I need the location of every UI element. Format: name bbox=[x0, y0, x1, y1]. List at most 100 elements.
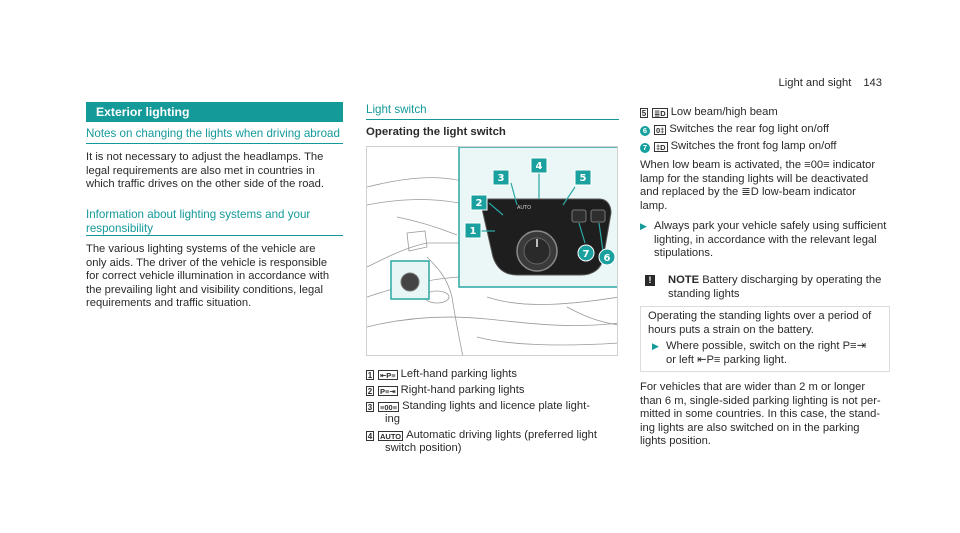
text-line: Where possible, switch on the right P≡⇥ bbox=[666, 340, 866, 352]
svg-text:7: 7 bbox=[583, 249, 590, 260]
legend-text: Left-hand parking lights bbox=[400, 368, 517, 380]
low-beam-icon: ≣D bbox=[652, 108, 668, 118]
vehicles-paragraph: For vehicles that are wider than 2 m or … bbox=[640, 381, 902, 449]
info-heading: Information about lighting systems and y… bbox=[86, 208, 310, 235]
svg-text:1: 1 bbox=[470, 226, 477, 237]
text-line: lamp. bbox=[640, 199, 668, 212]
text-line: The various lighting systems of the vehi… bbox=[86, 243, 316, 255]
rear-fog-icon: 0‡ bbox=[654, 125, 667, 135]
svg-text:5: 5 bbox=[580, 173, 587, 184]
text-line: requirements and traffic situation. bbox=[86, 297, 252, 310]
text-line: and replaced by the ≣D low-beam indicato… bbox=[640, 186, 856, 199]
legend-text: Standing lights and licence plate light- bbox=[402, 400, 590, 412]
note-title-line: Battery discharging by operating the bbox=[702, 274, 882, 286]
text-line: lighting, in accordance with the relevan… bbox=[654, 233, 877, 246]
lowbeam-paragraph: When low beam is activated, the ≡00≡ ind… bbox=[640, 159, 902, 213]
operating-subheading: Operating the light switch bbox=[366, 126, 506, 138]
text-line: only aids. The driver of the vehicle is … bbox=[86, 256, 328, 269]
heading-line: Information about lighting systems and y… bbox=[86, 208, 311, 221]
text-line: stipulations. bbox=[654, 247, 714, 260]
text-line: legal requirements are also met in count… bbox=[86, 164, 315, 177]
running-head: Light and sight bbox=[778, 77, 852, 89]
right-parking-light-icon: P≡⇥ bbox=[378, 386, 398, 396]
note-title: NOTE Battery discharging by operating th… bbox=[668, 274, 898, 301]
legend-item-1: 1 ⇤P≡Left-hand parking lights bbox=[366, 368, 517, 382]
text-line: For vehicles that are wider than 2 m or … bbox=[640, 381, 866, 393]
inset-highlight bbox=[390, 260, 430, 300]
text-line: or left ⇤P≡ parking light. bbox=[666, 353, 787, 366]
callout-5: 5 bbox=[574, 169, 592, 186]
note-box bbox=[640, 306, 890, 372]
legend-item-3-cont: ing bbox=[385, 413, 400, 425]
callout-3: 3 bbox=[492, 169, 510, 186]
text-line: hours puts a strain on the battery. bbox=[648, 323, 814, 336]
legend-text: Automatic driving lights (preferred ligh… bbox=[406, 429, 598, 441]
note-body: Operating the standing lights over a per… bbox=[648, 310, 888, 337]
svg-text:3: 3 bbox=[498, 173, 505, 184]
text-line: ing lights are also switched on in the p… bbox=[640, 421, 860, 434]
front-fog-button bbox=[590, 209, 606, 223]
key-marker: 3 bbox=[366, 402, 374, 412]
note-title-line: standing lights bbox=[668, 287, 740, 300]
text-line: Operating the standing lights over a per… bbox=[648, 310, 872, 322]
inset-knob bbox=[400, 272, 420, 292]
legend-text: Low beam/high beam bbox=[670, 106, 778, 118]
rear-fog-button bbox=[571, 209, 587, 223]
always-park-instruction: ▶ Always park your vehicle safely using … bbox=[640, 220, 902, 261]
svg-text:6: 6 bbox=[604, 253, 611, 264]
text-line: the prevailing light and visibility cond… bbox=[86, 283, 323, 296]
legend-item-2: 2 P≡⇥Right-hand parking lights bbox=[366, 384, 524, 398]
text-line: lamp for the standing lights will be dea… bbox=[640, 172, 869, 185]
front-fog-icon: ‡D bbox=[654, 142, 668, 152]
callout-6: 6 bbox=[598, 248, 616, 266]
auto-lights-icon: AUTO bbox=[378, 431, 404, 441]
left-parking-light-icon: ⇤P≡ bbox=[378, 370, 398, 380]
note-label: NOTE bbox=[668, 274, 700, 286]
note-action: ▶ Where possible, switch on the right P≡… bbox=[648, 340, 888, 367]
legend-text: Right-hand parking lights bbox=[400, 384, 525, 396]
warning-icon: ! bbox=[645, 275, 655, 286]
text-line: mitted in some countries. In this case, … bbox=[640, 408, 881, 421]
legend-text: Switches the front fog lamp on/off bbox=[670, 140, 837, 152]
key-marker: 2 bbox=[366, 386, 374, 396]
key-marker: 4 bbox=[366, 431, 374, 441]
legend-item-3: 3 ≡00≡Standing lights and licence plate l… bbox=[366, 400, 590, 414]
light-switch-figure: AUTO 1 2 3 bbox=[366, 146, 618, 356]
key-marker: 6 bbox=[640, 126, 650, 136]
page-number: 143 bbox=[863, 77, 882, 89]
notes-heading-rule bbox=[86, 143, 343, 144]
svg-text:4: 4 bbox=[536, 161, 543, 172]
callout-4: 4 bbox=[530, 157, 548, 174]
light-switch-heading: Light switch bbox=[366, 103, 427, 116]
page-header: Light and sight 143 bbox=[779, 77, 882, 91]
text-line: for correct vehicle illumination in acco… bbox=[86, 270, 330, 283]
arrow-bullet-icon: ▶ bbox=[640, 221, 647, 231]
heading-line: responsibility bbox=[86, 221, 154, 235]
notes-heading: Notes on changing the lights when drivin… bbox=[86, 127, 340, 140]
switch-auto-label: AUTO bbox=[517, 205, 531, 211]
callout-1: 1 bbox=[464, 222, 482, 239]
text-line: lights position. bbox=[640, 435, 711, 448]
text-line: It is not necessary to adjust the headla… bbox=[86, 151, 324, 163]
notes-paragraph: It is not necessary to adjust the headla… bbox=[86, 151, 346, 192]
key-marker: 5 bbox=[640, 108, 648, 118]
svg-text:2: 2 bbox=[476, 198, 483, 209]
legend-text: Switches the rear fog light on/off bbox=[669, 123, 829, 135]
dashboard-illustration: AUTO 1 2 3 bbox=[367, 147, 617, 355]
text-line: Always park your vehicle safely using su… bbox=[654, 220, 887, 232]
text-line: which traffic drives on the other side o… bbox=[86, 178, 324, 191]
legend-item-4-cont: switch position) bbox=[385, 442, 462, 454]
legend-item-6: 6 0‡Switches the rear fog light on/off bbox=[640, 123, 829, 137]
info-heading-rule bbox=[86, 235, 343, 236]
standing-lights-icon: ≡00≡ bbox=[378, 402, 400, 412]
arrow-bullet-icon: ▶ bbox=[652, 341, 659, 351]
callout-7: 7 bbox=[577, 244, 595, 262]
section-banner: Exterior lighting bbox=[86, 102, 343, 122]
text-line: than 6 m, single-sided parking lighting … bbox=[640, 394, 881, 407]
key-marker: 1 bbox=[366, 370, 374, 380]
text-line: When low beam is activated, the ≡00≡ ind… bbox=[640, 159, 876, 171]
light-switch-rule bbox=[366, 119, 619, 120]
